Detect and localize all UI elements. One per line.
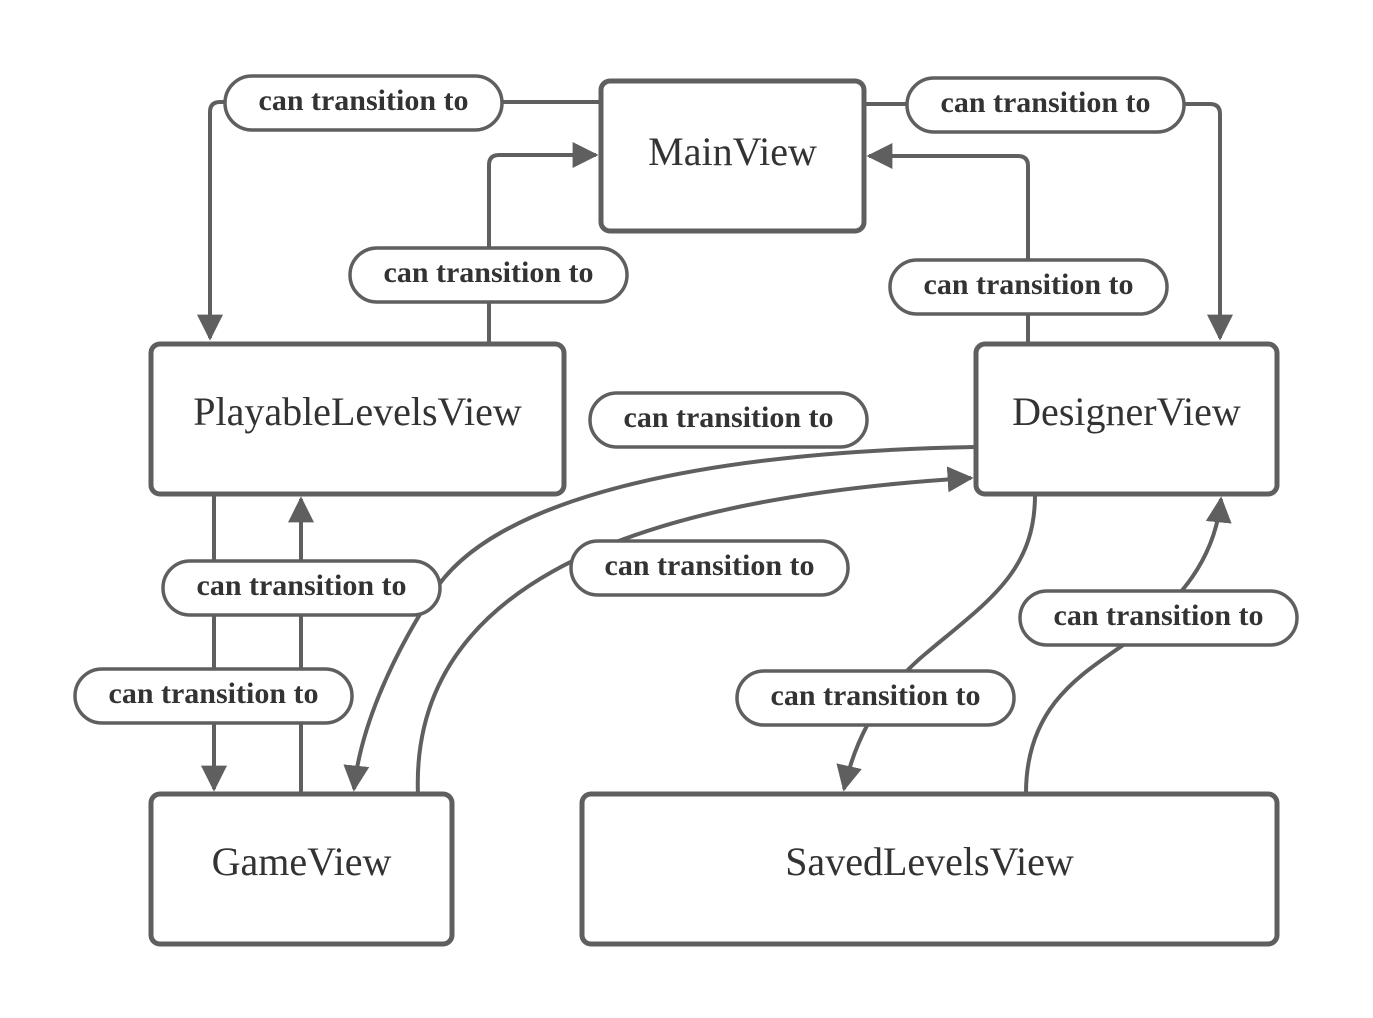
svg-text:can transition to: can transition to <box>924 268 1134 301</box>
edge-label-main-to-designer: can transition to <box>905 76 1186 134</box>
svg-text:can transition to: can transition to <box>771 679 981 712</box>
edge-main-to-designer <box>865 102 1233 341</box>
node-main-view: MainView <box>598 78 867 234</box>
svg-text:can transition to: can transition to <box>259 84 469 117</box>
svg-text:can transition to: can transition to <box>1054 599 1264 632</box>
svg-text:can transition to: can transition to <box>384 256 594 289</box>
svg-text:can transition to: can transition to <box>941 86 1151 119</box>
edge-designer-to-game <box>343 445 976 792</box>
svg-text:can transition to: can transition to <box>109 677 319 710</box>
edge-label-designer-to-game: can transition to <box>588 391 869 449</box>
node-playable-levels-view: PlayableLevelsView <box>148 341 567 497</box>
edge-main-to-playable <box>197 100 600 341</box>
node-saved-levels-view: SavedLevelsView <box>579 791 1280 947</box>
node-playable-levels-view-label: PlayableLevelsView <box>193 389 522 434</box>
edge-label-playable-to-main: can transition to <box>348 246 629 304</box>
node-saved-levels-view-label: SavedLevelsView <box>785 839 1074 884</box>
edge-label-main-to-playable: can transition to <box>223 74 504 132</box>
edge-label-designer-to-main: can transition to <box>888 258 1169 316</box>
node-game-view: GameView <box>148 791 455 947</box>
svg-text:can transition to: can transition to <box>605 549 815 582</box>
svg-text:can transition to: can transition to <box>624 401 834 434</box>
edge-label-saved-to-designer: can transition to <box>1018 589 1299 647</box>
edge-playable-to-main <box>487 142 599 342</box>
edge-label-game-to-designer: can transition to <box>569 539 850 597</box>
edge-label-game-to-playable: can transition to <box>161 559 442 617</box>
svg-text:can transition to: can transition to <box>197 569 407 602</box>
edge-designer-to-main <box>866 143 1030 342</box>
edge-designer-to-saved <box>836 494 1037 792</box>
edge-label-playable-to-game: can transition to <box>73 667 354 725</box>
node-designer-view: DesignerView <box>973 341 1280 497</box>
edge-game-to-designer <box>415 466 974 796</box>
node-main-view-label: MainView <box>648 129 817 174</box>
node-designer-view-label: DesignerView <box>1012 389 1241 434</box>
edge-label-designer-to-saved: can transition to <box>735 669 1016 727</box>
node-game-view-label: GameView <box>212 839 392 884</box>
